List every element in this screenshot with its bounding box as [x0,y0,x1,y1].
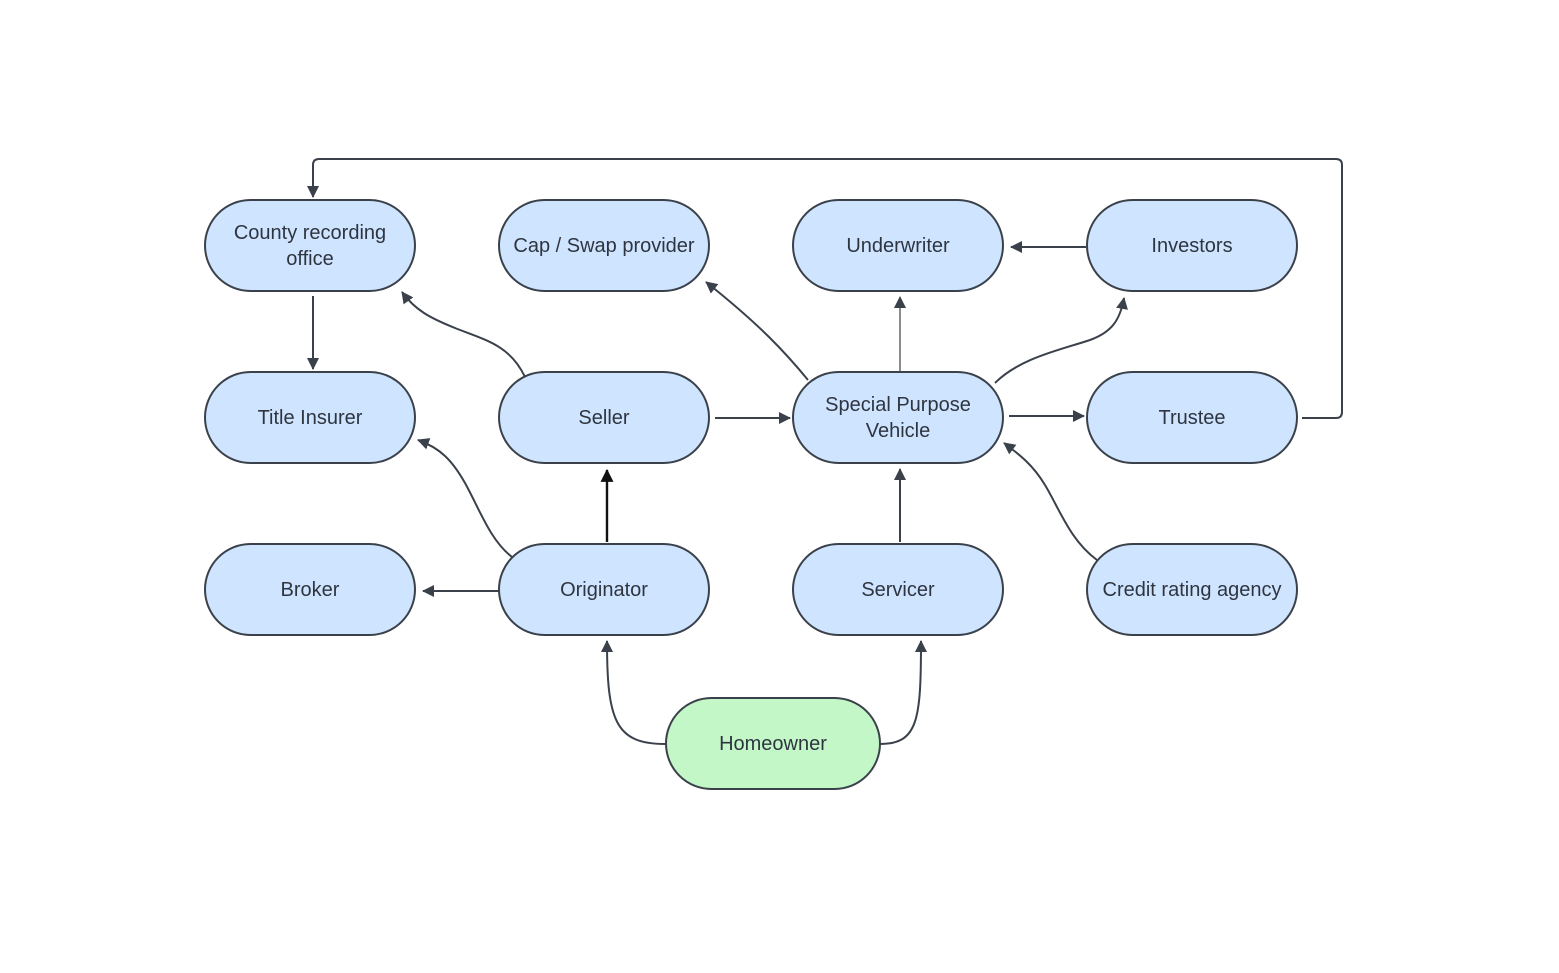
edge-spv-to-cap-swap [705,281,809,381]
node-county-recording-office: County recording office [204,199,416,292]
node-trustee: Trustee [1086,371,1298,464]
edge-homeowner-to-servicer [879,640,927,745]
edge-spv-to-investors [994,297,1128,384]
node-label: Broker [280,578,340,601]
node-cap-swap-provider: Cap / Swap provider [498,199,710,292]
node-homeowner: Homeowner [665,697,881,790]
node-title-insurer: Title Insurer [204,371,416,464]
node-label: Seller [578,406,630,429]
node-credit-rating-agency: Credit rating agency [1086,543,1298,636]
node-servicer: Servicer [792,543,1004,636]
node-label: County recording office [233,221,387,270]
node-label: Special Purpose Vehicle [825,393,971,442]
node-underwriter: Underwriter [792,199,1004,292]
node-label: Title Insurer [257,406,363,429]
edge-trustee-to-county [307,158,1343,419]
node-originator: Originator [498,543,710,636]
node-investors: Investors [1086,199,1298,292]
node-label: Investors [1151,234,1233,257]
node-broker: Broker [204,543,416,636]
edge-seller-to-county [401,291,526,378]
node-special-purpose-vehicle: Special Purpose Vehicle [792,371,1004,464]
node-label: Underwriter [846,234,950,257]
node-label: Credit rating agency [1102,578,1282,601]
node-label: Servicer [861,578,935,601]
node-label: Homeowner [719,732,827,755]
edge-homeowner-to-originator [601,640,666,745]
node-label: Trustee [1158,406,1226,429]
edge-originator-to-title-insurer [417,438,513,558]
node-label: Originator [560,578,648,601]
node-seller: Seller [498,371,710,464]
edge-credit-rating-to-spv [1003,442,1098,561]
node-label: Cap / Swap provider [513,234,695,257]
